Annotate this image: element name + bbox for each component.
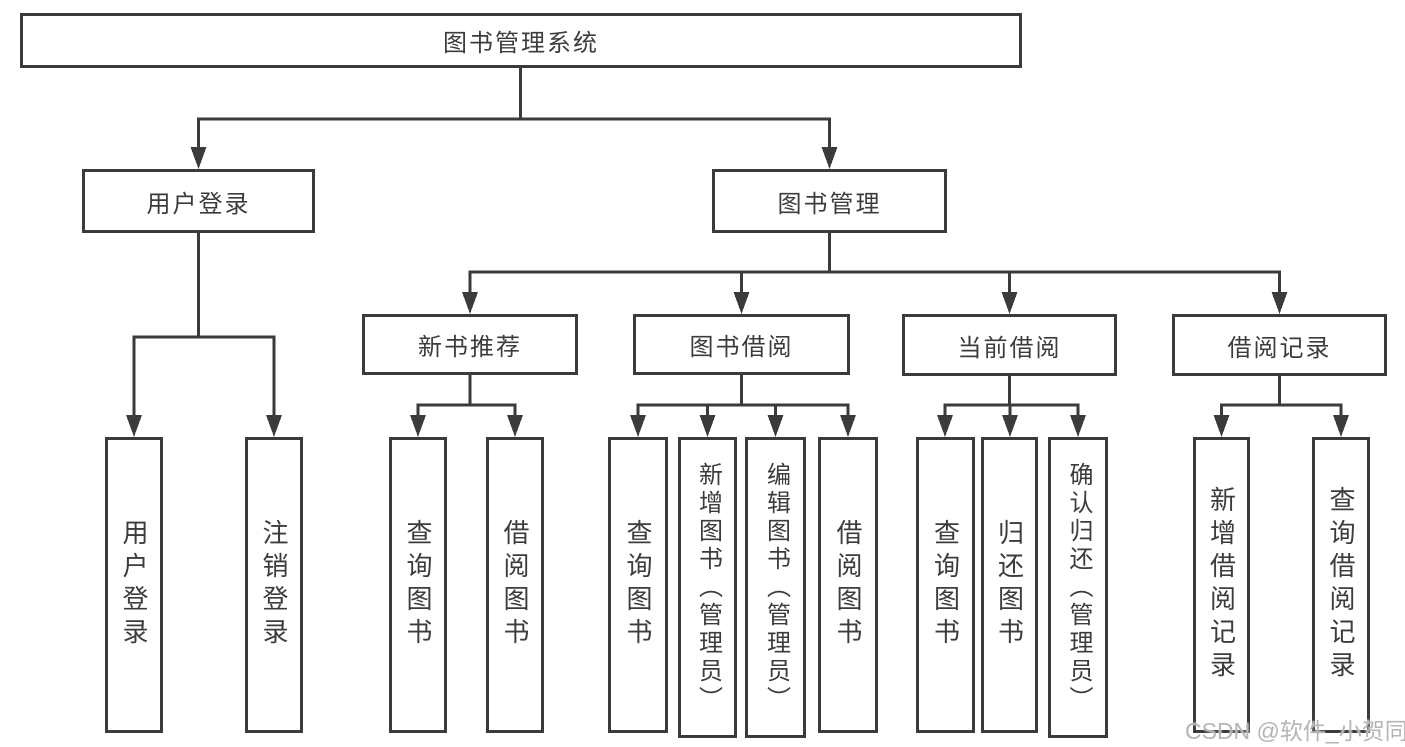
leaf-user-login-label: 用户登录 [119, 519, 149, 651]
node-user-login-label: 用户登录 [146, 190, 251, 218]
leaf-borrow-query-books-label: 查询图书 [623, 519, 653, 651]
node-book-borrowing-label: 图书借阅 [689, 334, 794, 361]
node-book-borrowing: 图书借阅 [633, 314, 850, 375]
leaf-newbook-borrow-books-label: 借阅图书 [500, 519, 530, 651]
node-book-management: 图书管理 [712, 169, 947, 233]
leaf-newbook-borrow-books: 借阅图书 [486, 437, 544, 733]
leaf-add-books-admin-label: 新增图书（管理员） [694, 461, 722, 714]
leaf-current-query-books: 查询图书 [916, 437, 975, 733]
leaf-edit-books-admin: 编辑图书（管理员） [745, 437, 806, 738]
leaf-confirm-return-admin-label: 确认归还（管理员） [1065, 461, 1092, 714]
node-library-system-label: 图书管理系统 [443, 30, 599, 57]
node-book-management-label: 图书管理 [777, 190, 882, 218]
node-borrowing-records: 借阅记录 [1172, 314, 1387, 376]
leaf-logout-label: 注销登录 [259, 519, 289, 651]
node-current-borrowing: 当前借阅 [902, 314, 1117, 376]
leaf-return-books: 归还图书 [981, 437, 1038, 733]
leaf-logout: 注销登录 [245, 437, 303, 733]
node-new-book-recommend: 新书推荐 [362, 314, 578, 375]
leaf-borrow-borrow-books: 借阅图书 [818, 437, 878, 733]
leaf-query-borrow-record: 查询借阅记录 [1312, 437, 1370, 733]
node-library-system: 图书管理系统 [20, 13, 1022, 68]
leaf-add-borrow-record: 新增借阅记录 [1193, 437, 1250, 733]
leaf-edit-books-admin-label: 编辑图书（管理员） [762, 461, 790, 714]
node-user-login: 用户登录 [82, 169, 315, 233]
leaf-borrow-query-books: 查询图书 [608, 437, 668, 733]
leaf-query-borrow-record-label: 查询借阅记录 [1326, 486, 1356, 684]
leaf-confirm-return-admin: 确认归还（管理员） [1048, 437, 1108, 738]
node-current-borrowing-label: 当前借阅 [957, 334, 1062, 362]
leaf-newbook-query-books: 查询图书 [389, 437, 447, 733]
node-borrowing-records-label: 借阅记录 [1227, 334, 1332, 362]
leaf-add-borrow-record-label: 新增借阅记录 [1206, 486, 1237, 684]
node-new-book-recommend-label: 新书推荐 [418, 334, 522, 361]
leaf-borrow-borrow-books-label: 借阅图书 [833, 519, 863, 651]
leaf-return-books-label: 归还图书 [994, 519, 1025, 651]
leaf-add-books-admin: 新增图书（管理员） [678, 437, 737, 738]
leaf-current-query-books-label: 查询图书 [930, 519, 961, 651]
leaf-user-login: 用户登录 [105, 437, 163, 733]
csdn-watermark: CSDN @软件_小贺同学 [1185, 718, 1405, 744]
leaf-newbook-query-books-label: 查询图书 [403, 519, 433, 651]
